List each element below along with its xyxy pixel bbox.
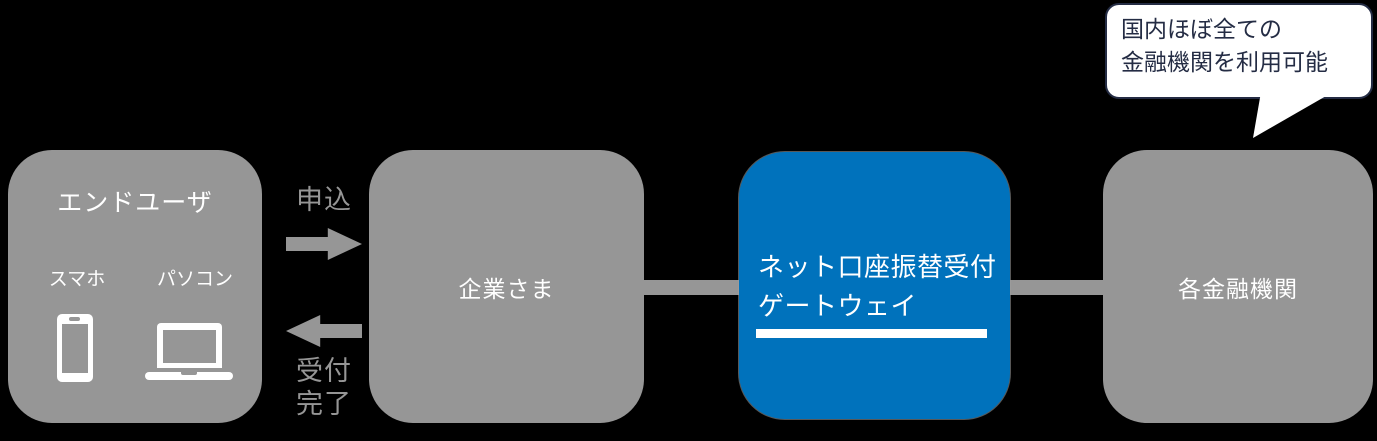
callout-bubble: 国内ほぼ全ての 金融機関を利用可能	[1105, 3, 1373, 99]
connector-company-gateway	[640, 280, 742, 295]
gateway-label: ネット口座振替受付 ゲートウェイ	[758, 253, 997, 322]
node-company: 企業さま	[369, 150, 644, 423]
end-user-title: エンドユーザ	[57, 188, 213, 217]
node-gateway: ネット口座振替受付 ゲートウェイ	[739, 152, 1010, 419]
callout-tail	[1253, 92, 1333, 138]
smartphone-label: スマホ	[48, 268, 106, 290]
arrow-left-icon	[286, 315, 362, 347]
connector-gateway-banks	[1006, 280, 1107, 295]
laptop-icon-base	[145, 372, 233, 380]
node-banks: 各金融機関	[1103, 150, 1373, 423]
company-label: 企業さま	[458, 276, 555, 303]
banks-label: 各金融機関	[1178, 276, 1298, 303]
laptop-icon	[157, 323, 222, 368]
smartphone-icon	[57, 314, 93, 382]
accept-label: 受付 完了	[296, 356, 352, 420]
gateway-underline	[756, 329, 987, 338]
laptop-label: パソコン	[156, 268, 233, 290]
arrow-right-icon	[286, 228, 362, 260]
callout-text: 国内ほぼ全ての 金融機関を利用可能	[1121, 17, 1328, 76]
apply-label: 申込	[296, 185, 352, 216]
node-end-user: エンドユーザ スマホ パソコン	[8, 150, 262, 423]
